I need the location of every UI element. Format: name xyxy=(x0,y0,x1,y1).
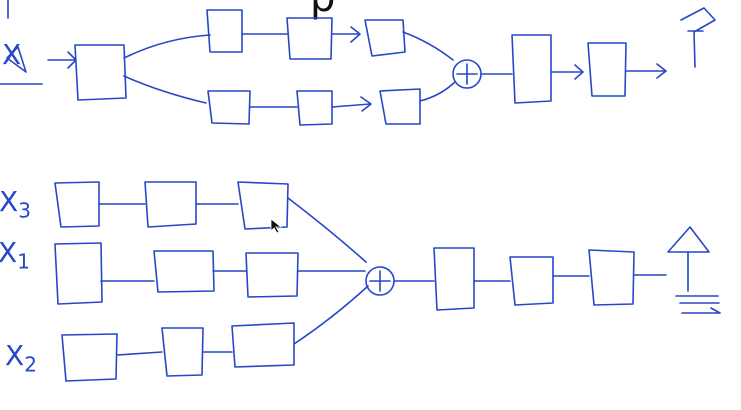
top-box-lower-3 xyxy=(379,88,421,125)
top-box-upper-2 xyxy=(286,17,333,60)
bottom-x3-box-2 xyxy=(144,181,197,228)
bottom-x3-box-1 xyxy=(54,181,100,228)
label-x1-base: X xyxy=(0,236,18,269)
bottom-output-symbol xyxy=(667,226,721,314)
label-x3-base: X xyxy=(0,185,19,218)
top-output-links xyxy=(480,63,667,80)
bottom-x2-box-3 xyxy=(231,322,295,368)
bottom-x2-box-1 xyxy=(61,333,118,382)
bottom-x3-links xyxy=(98,197,367,263)
bottom-x1-box-1 xyxy=(54,242,103,305)
bottom-output-box-3 xyxy=(588,249,635,306)
bottom-output-links xyxy=(393,274,667,282)
bottom-sum-mark xyxy=(369,270,391,292)
label-x2: X2 xyxy=(5,342,37,375)
label-x3-sub: 3 xyxy=(18,198,31,223)
top-branch-down xyxy=(123,75,207,104)
top-box-lower-1 xyxy=(207,90,251,125)
cursor-icon xyxy=(270,218,282,234)
label-x1: X1 xyxy=(0,239,30,272)
top-lower-links xyxy=(249,81,456,112)
top-first-box xyxy=(74,44,127,101)
top-input-arrow xyxy=(0,0,77,85)
bottom-output-box-1 xyxy=(433,247,475,311)
label-x2-sub: 2 xyxy=(24,352,37,377)
top-output-symbol xyxy=(680,7,716,68)
bottom-diagram xyxy=(54,181,721,382)
top-cut-text: p xyxy=(310,0,335,18)
label-x2-base: X xyxy=(5,339,25,372)
bottom-x2-links xyxy=(116,285,369,356)
top-branch-up xyxy=(123,34,211,59)
bottom-x3-box-3 xyxy=(237,181,289,230)
top-box-lower-2 xyxy=(296,90,333,126)
top-box-5 xyxy=(587,42,627,97)
top-box-upper-1 xyxy=(206,9,243,53)
top-sum-mark xyxy=(456,63,478,85)
bottom-x2-box-2 xyxy=(161,327,204,377)
bottom-x1-box-3 xyxy=(245,252,299,298)
label-x3: X3 xyxy=(0,188,31,221)
top-box-4 xyxy=(511,34,552,104)
bottom-output-box-2 xyxy=(509,256,554,306)
bottom-x1-links xyxy=(100,270,366,282)
bottom-x1-box-2 xyxy=(153,250,215,293)
top-upper-links xyxy=(241,26,454,61)
top-diagram xyxy=(0,0,716,126)
label-x1-sub: 1 xyxy=(17,249,30,274)
top-input-triangle xyxy=(6,46,27,73)
top-box-upper-3 xyxy=(364,19,406,57)
